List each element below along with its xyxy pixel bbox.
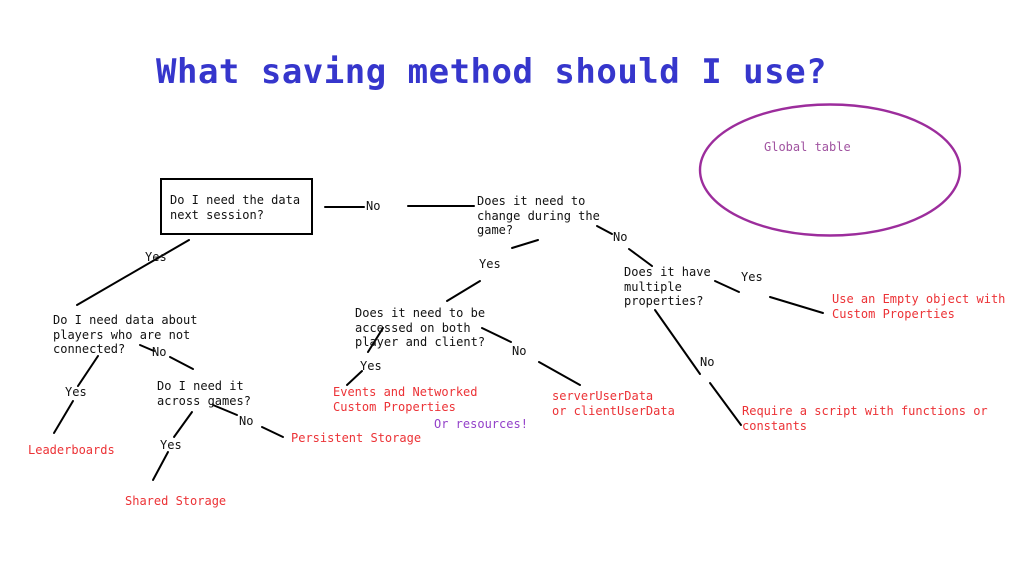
edge-label-yes-change: Yes [479, 257, 501, 271]
result-shared-storage: Shared Storage [125, 494, 227, 508]
edge-label-no-across: No [239, 414, 254, 428]
result-userdata: serverUserData or clientUserData [552, 389, 675, 418]
edge-label-no-players: No [152, 345, 167, 359]
edge-label-no-change: No [613, 230, 628, 244]
decision-box-next-session: Do I need the data next session? [160, 178, 313, 235]
edge-label-yes-players: Yes [65, 385, 87, 399]
note-or-resources: Or resources! [434, 417, 528, 431]
question-change-during-game: Does it need to change during the game? [477, 194, 600, 237]
edge-label-yes-multiple: Yes [741, 270, 763, 284]
edge-label-yes-accessed: Yes [360, 359, 382, 373]
label-global-table: Global table [764, 140, 851, 154]
edge-label-no-accessed: No [512, 344, 527, 358]
edge-label-yes-root: Yes [145, 250, 167, 264]
question-players-not-connected: Do I need data about players who are not… [53, 313, 198, 356]
result-events-networked: Events and Networked Custom Properties [333, 385, 478, 414]
global-table-ellipse [698, 103, 962, 237]
result-leaderboards: Leaderboards [28, 443, 115, 457]
result-require-script: Require a script with functions or const… [742, 404, 988, 433]
result-persistent-storage: Persistent Storage [291, 431, 422, 445]
edge-label-no-multiple: No [700, 355, 715, 369]
result-empty-object: Use an Empty object with Custom Properti… [832, 292, 1006, 321]
decision-box-text: Do I need the data next session? [170, 193, 301, 222]
question-across-games: Do I need it across games? [157, 379, 251, 408]
question-accessed-both: Does it need to be accessed on both play… [355, 306, 486, 349]
edge-label-no-root: No [366, 199, 381, 213]
edge-label-yes-across: Yes [160, 438, 182, 452]
page-title: What saving method should I use? [156, 52, 828, 92]
question-multiple-properties: Does it have multiple properties? [624, 265, 711, 308]
